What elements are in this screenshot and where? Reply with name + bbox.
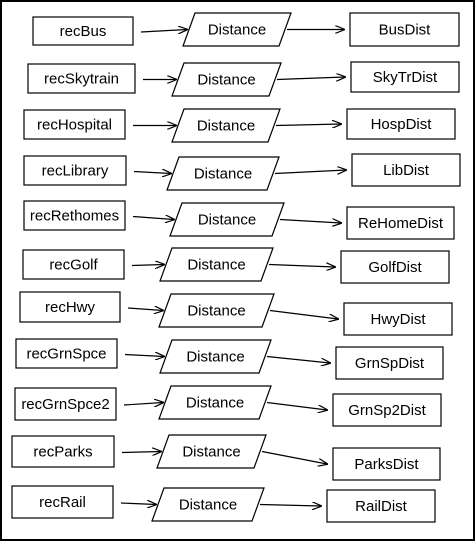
process-label: Distance bbox=[187, 257, 245, 274]
process-shape bbox=[171, 108, 281, 143]
arrow-process-to-output bbox=[266, 355, 330, 364]
input-box bbox=[15, 338, 118, 369]
process-shape bbox=[158, 293, 275, 328]
arrow-process-to-output bbox=[268, 265, 335, 268]
process-label: Distance bbox=[208, 22, 266, 39]
flow-row: recSkytrain Distance SkyTrDist bbox=[27, 61, 460, 97]
process-label: Distance bbox=[179, 497, 237, 514]
arrow-process-to-output bbox=[279, 220, 341, 224]
input-box bbox=[22, 249, 125, 280]
output-box bbox=[340, 250, 450, 284]
input-label: recSkytrain bbox=[44, 71, 119, 88]
output-box bbox=[326, 489, 436, 523]
arrow-input-to-process bbox=[131, 265, 164, 266]
process-label: Distance bbox=[198, 212, 256, 229]
input-label: recHospital bbox=[37, 117, 112, 134]
output-label: RailDist bbox=[355, 498, 408, 515]
output-box bbox=[350, 61, 460, 93]
flow-row: recRail Distance RailDist bbox=[11, 485, 436, 523]
arrow-process-to-output bbox=[276, 77, 345, 80]
arrow-process-to-output bbox=[259, 505, 321, 507]
flow-row: recGrnSpce Distance GrnSpDist bbox=[15, 338, 444, 380]
flow-row: recGrnSpce2 Distance GrnSp2Dist bbox=[14, 385, 442, 427]
arrow-process-to-output bbox=[274, 170, 346, 174]
flow-row: recHwy Distance HwyDist bbox=[19, 291, 453, 336]
input-label: recBus bbox=[60, 23, 107, 40]
output-label: GrnSp2Dist bbox=[348, 402, 426, 419]
process-label: Distance bbox=[197, 118, 255, 135]
output-label: GrnSpDist bbox=[355, 355, 425, 372]
flow-row: recLibrary Distance LibDist bbox=[23, 153, 461, 191]
arrow-input-to-process bbox=[132, 217, 174, 220]
output-box bbox=[346, 108, 456, 140]
process-label: Distance bbox=[194, 166, 252, 183]
arrow-input-to-process bbox=[127, 308, 163, 311]
input-box bbox=[23, 155, 127, 186]
arrow-input-to-process bbox=[133, 172, 171, 174]
arrow-input-to-process bbox=[140, 30, 187, 33]
output-box bbox=[332, 393, 442, 427]
output-label: BusDist bbox=[379, 22, 432, 39]
process-label: Distance bbox=[197, 72, 255, 89]
output-label: SkyTrDist bbox=[373, 69, 438, 86]
input-box bbox=[11, 435, 115, 468]
input-label: recRail bbox=[39, 494, 86, 511]
process-shape bbox=[166, 156, 280, 191]
output-box bbox=[335, 346, 444, 380]
input-box bbox=[23, 109, 126, 140]
arrow-input-to-process bbox=[123, 403, 163, 406]
flow-row: recHospital Distance HospDist bbox=[23, 108, 456, 143]
arrow-process-to-output bbox=[269, 309, 338, 320]
arrow-process-to-output bbox=[261, 450, 327, 465]
input-label: recLibrary bbox=[42, 163, 109, 180]
arrow-process-to-output bbox=[275, 124, 341, 126]
input-label: recGrnSpce bbox=[26, 346, 106, 363]
process-shape bbox=[156, 434, 267, 469]
output-box bbox=[332, 447, 441, 481]
output-box bbox=[349, 12, 460, 47]
output-box bbox=[346, 206, 455, 240]
arrow-process-to-output bbox=[266, 401, 327, 411]
input-box bbox=[19, 291, 121, 323]
process-shape bbox=[151, 487, 265, 522]
output-label: ParksDist bbox=[354, 456, 419, 473]
input-box bbox=[11, 485, 114, 519]
process-shape bbox=[171, 62, 282, 97]
input-label: recParks bbox=[33, 444, 92, 461]
input-label: recRethomes bbox=[30, 208, 119, 225]
input-box bbox=[14, 387, 117, 421]
process-shape bbox=[158, 385, 272, 420]
output-label: ReHomeDist bbox=[358, 215, 444, 232]
arrow-input-to-process bbox=[120, 503, 156, 505]
process-shape bbox=[169, 202, 285, 237]
input-box bbox=[23, 200, 126, 231]
output-box bbox=[351, 153, 461, 187]
input-label: recGrnSpce2 bbox=[21, 396, 109, 413]
process-shape bbox=[159, 339, 272, 374]
output-label: LibDist bbox=[383, 162, 430, 179]
input-label: recHwy bbox=[45, 299, 96, 316]
arrow-input-to-process bbox=[121, 452, 161, 453]
output-label: HospDist bbox=[371, 116, 433, 133]
flow-row: recGolf Distance GolfDist bbox=[22, 247, 450, 284]
output-box bbox=[343, 302, 453, 336]
process-label: Distance bbox=[182, 444, 240, 461]
process-label: Distance bbox=[187, 303, 245, 320]
output-label: GolfDist bbox=[368, 259, 422, 276]
process-shape bbox=[182, 12, 292, 47]
input-box bbox=[27, 63, 136, 94]
output-label: HwyDist bbox=[371, 311, 427, 328]
input-label: recGolf bbox=[49, 257, 98, 274]
arrow-input-to-process bbox=[124, 355, 164, 357]
flow-row: recRethomes Distance ReHomeDist bbox=[23, 200, 455, 240]
process-shape bbox=[159, 247, 274, 282]
process-label: Distance bbox=[186, 349, 244, 366]
input-box bbox=[32, 16, 134, 46]
process-label: Distance bbox=[186, 395, 244, 412]
flow-row: recBus Distance BusDist bbox=[32, 12, 460, 47]
